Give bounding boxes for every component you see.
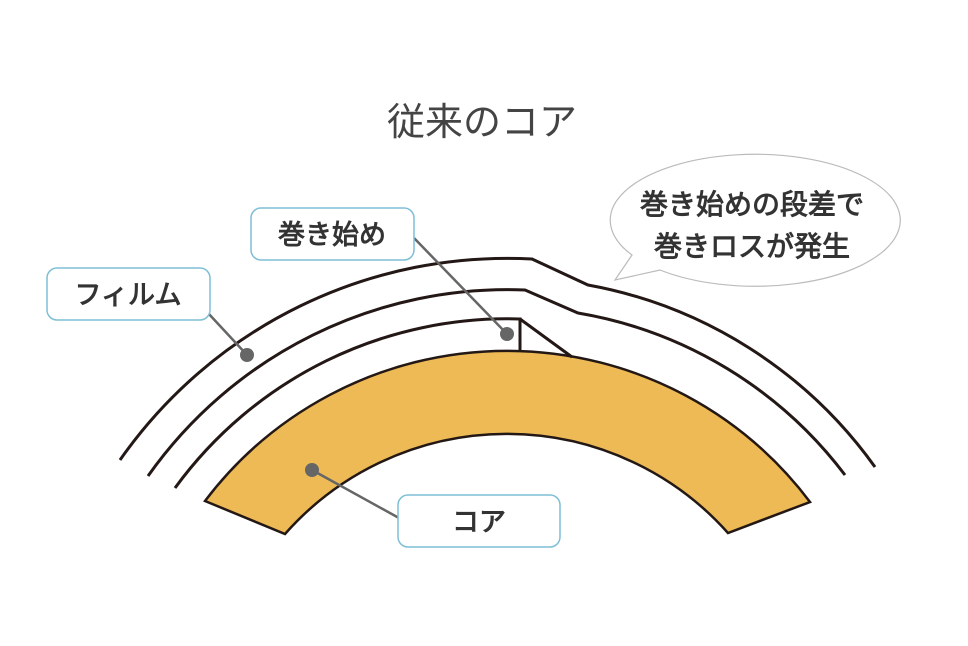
winding-start-label: 巻き始め: [250, 207, 415, 261]
film-layer-middle: [146, 288, 847, 477]
film-label: フィルム: [46, 267, 211, 321]
film-label-text: フィルム: [75, 280, 182, 311]
film-layer-outer: [118, 256, 877, 468]
callout-bubble: 巻き始めの段差で 巻きロスが発生: [609, 153, 901, 287]
film-leader: [207, 312, 254, 362]
core-label: コア: [397, 494, 561, 548]
film-layer-inner: [173, 317, 573, 489]
winding-start-label-text: 巻き始め: [277, 219, 386, 251]
core-leader: [305, 463, 400, 520]
callout-line-1: 巻き始めの段差で: [639, 188, 864, 221]
winding-start-leader: [413, 237, 514, 341]
core-label-text: コア: [452, 507, 506, 538]
core-shape: [203, 349, 813, 536]
callout-line-2: 巻きロスが発生: [653, 230, 850, 263]
diagram-title: 従来のコア: [387, 100, 577, 144]
